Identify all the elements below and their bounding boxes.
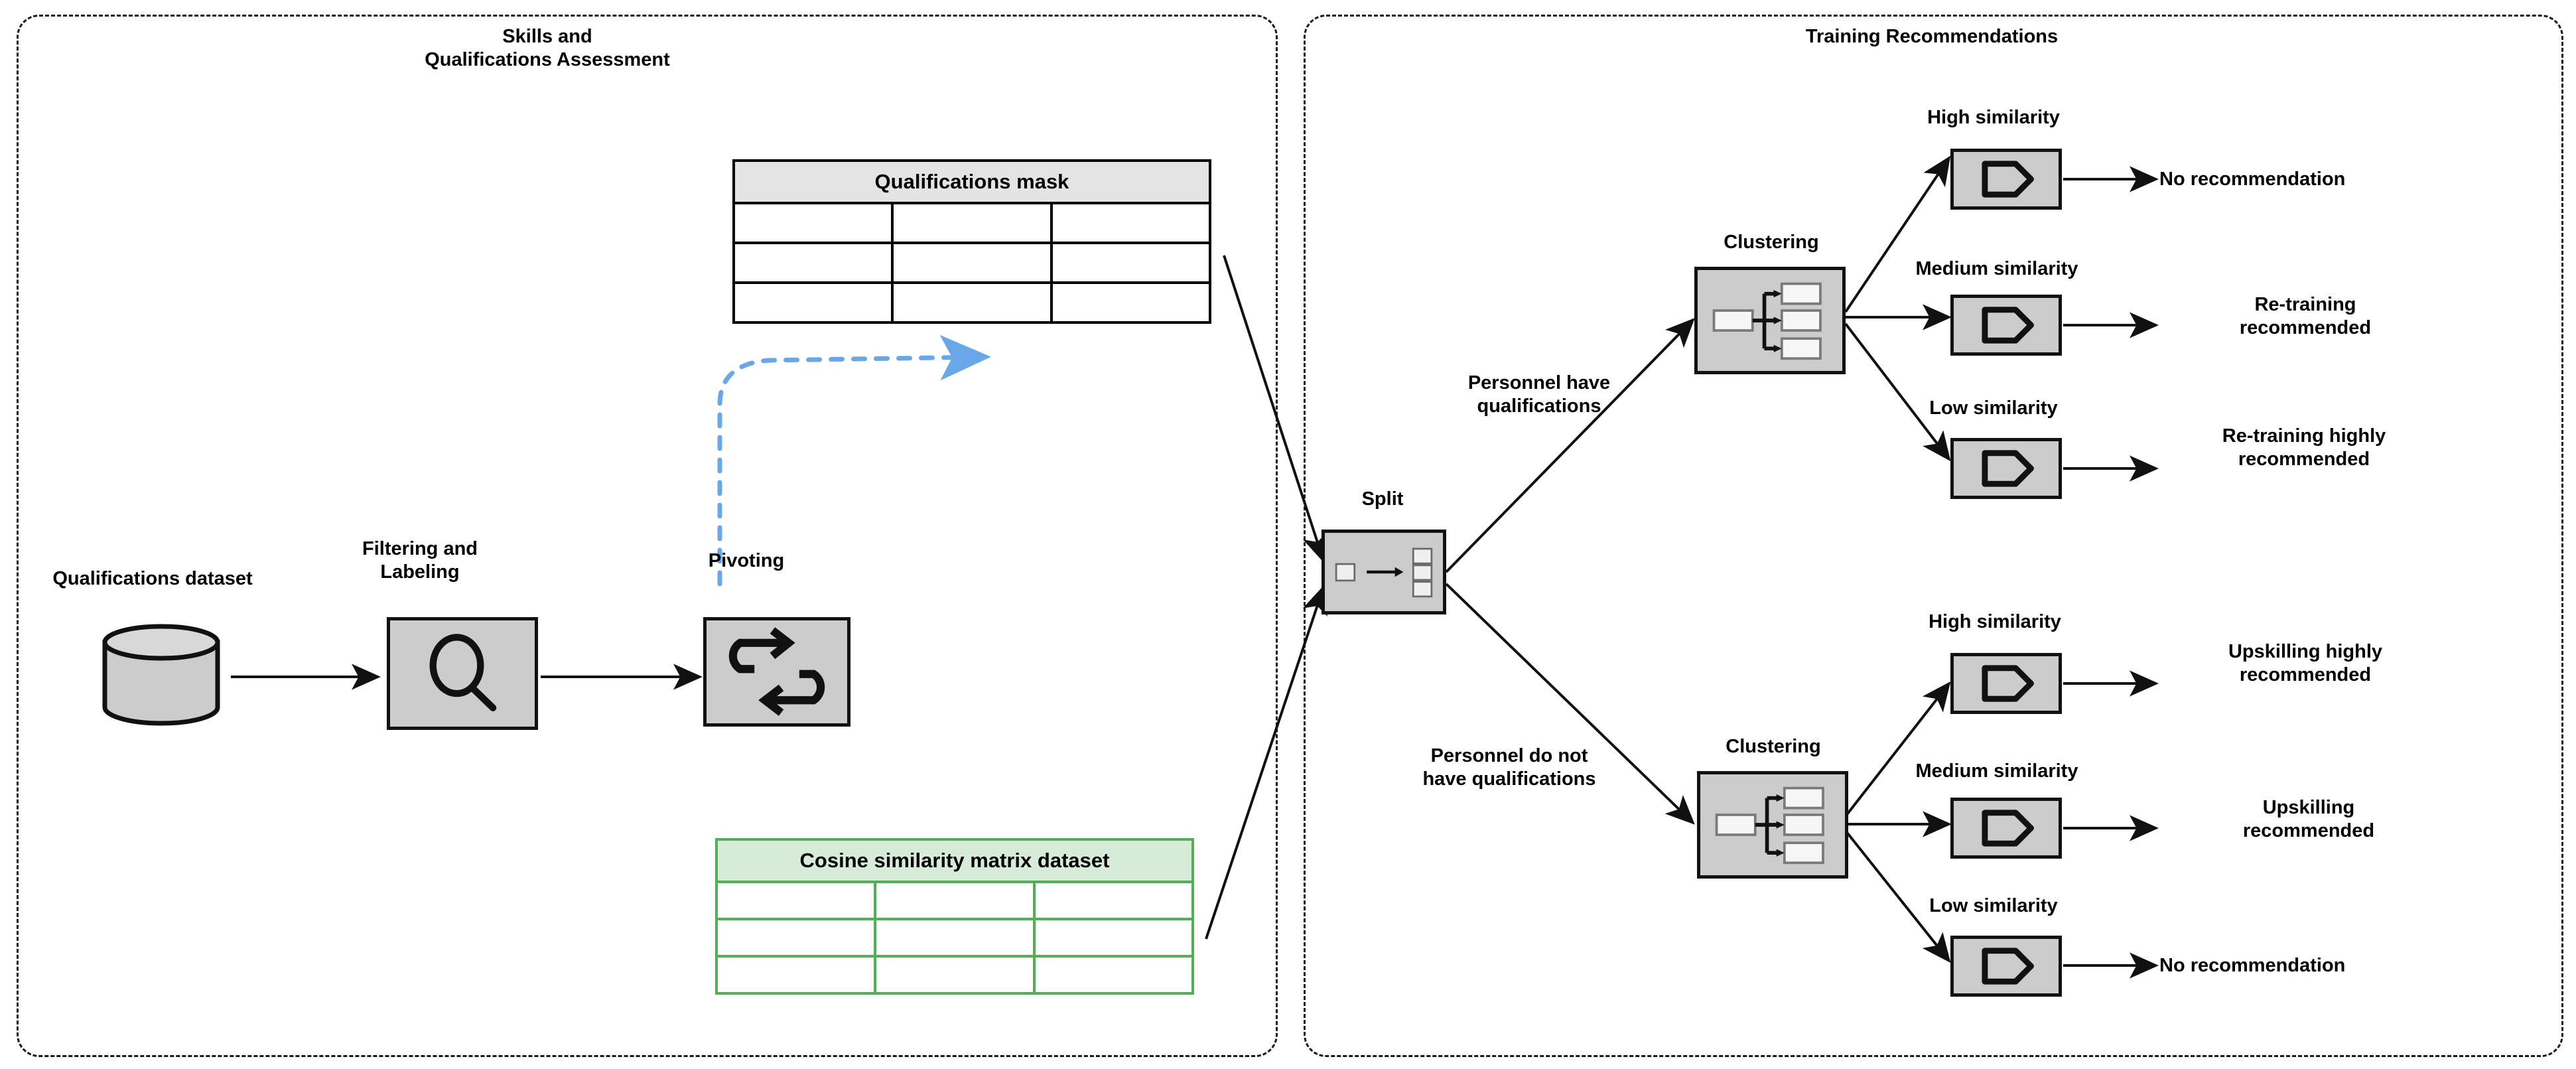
magnifier-icon	[429, 634, 497, 711]
table-cell	[891, 202, 1053, 244]
table-cell	[1050, 281, 1212, 324]
decision-node-top-medium[interactable]	[1950, 295, 2062, 356]
decision-node-bottom-low[interactable]	[1950, 936, 2062, 997]
outcome-bottom-high: Upskilling highly recommended	[2228, 641, 2382, 686]
table-cell	[714, 881, 877, 920]
table-cell	[714, 918, 877, 958]
pivot-arrows-icon	[728, 627, 825, 716]
table-cell	[1032, 918, 1195, 958]
table-cell	[1050, 242, 1212, 284]
table-cell	[891, 281, 1053, 324]
similarity-label-top-low: Low similarity	[1929, 397, 2058, 419]
decision-pentagon-icon	[1982, 810, 2034, 847]
table-cell	[874, 955, 1036, 995]
pivoting-node[interactable]	[703, 617, 850, 727]
clustering-top-label: Clustering	[1724, 232, 1819, 253]
qualifications-mask-table: Qualifications mask	[732, 159, 1212, 324]
filtering-and-labeling-label: Filtering and Labeling	[362, 538, 478, 583]
decision-node-bottom-high[interactable]	[1950, 653, 2062, 714]
decision-pentagon-icon	[1982, 665, 2034, 702]
outcome-bottom-low: No recommendation	[2159, 955, 2346, 976]
table-cell	[874, 881, 1036, 920]
table-cell	[891, 242, 1053, 284]
outcome-top-high: No recommendation	[2159, 169, 2346, 190]
clustering-top-node[interactable]	[1694, 267, 1846, 374]
similarity-label-top-medium: Medium similarity	[1915, 258, 2078, 279]
table-cell	[732, 202, 894, 244]
split-node-icon	[1335, 547, 1433, 598]
table-row	[714, 881, 1195, 920]
table-header-row: Qualifications mask	[732, 159, 1211, 204]
similarity-label-bottom-high: High similarity	[1929, 611, 2061, 632]
table-cell	[1032, 955, 1195, 995]
edge-label-personnel-do-not-have-qualifications: Personnel do not have qualifications	[1422, 745, 1596, 790]
table-row	[714, 955, 1195, 995]
table-row	[714, 918, 1195, 958]
left-panel-title-line2: Qualifications Assessment	[425, 49, 670, 71]
database-cylinder-icon	[98, 624, 224, 727]
similarity-label-bottom-low: Low similarity	[1929, 895, 2058, 916]
cosine-similarity-matrix-title: Cosine similarity matrix dataset	[715, 838, 1194, 883]
clustering-bottom-node[interactable]	[1697, 771, 1848, 879]
split-label: Split	[1361, 488, 1404, 510]
table-row	[732, 202, 1212, 244]
clustering-bottom-label: Clustering	[1726, 736, 1821, 757]
outcome-top-medium: Re-training recommended	[2239, 294, 2372, 339]
filtering-and-labeling-node[interactable]	[387, 617, 538, 730]
table-header-row: Cosine similarity matrix dataset	[715, 838, 1194, 883]
qualifications-mask-title: Qualifications mask	[732, 159, 1211, 204]
table-cell	[714, 955, 877, 995]
decision-node-bottom-medium[interactable]	[1950, 798, 2062, 859]
table-cell	[1032, 881, 1195, 920]
qualifications-dataset-label: Qualifications dataset	[52, 568, 253, 589]
table-cell	[874, 918, 1036, 958]
table-row	[732, 281, 1212, 324]
outcome-top-low: Re-training highly recommended	[2222, 425, 2386, 470]
table-cell	[732, 281, 894, 324]
clustering-icon	[1712, 282, 1822, 360]
decision-pentagon-icon	[1982, 161, 2034, 198]
table-cell	[732, 242, 894, 284]
split-node[interactable]	[1322, 530, 1446, 614]
table-cell	[1050, 202, 1212, 244]
table-row	[732, 242, 1212, 284]
decision-node-top-high[interactable]	[1950, 149, 2062, 210]
decision-pentagon-icon	[1982, 450, 2034, 487]
clustering-icon	[1715, 786, 1824, 865]
outcome-bottom-medium: Upskilling recommended	[2242, 797, 2375, 842]
decision-pentagon-icon	[1982, 307, 2034, 344]
decision-pentagon-icon	[1982, 948, 2034, 985]
decision-node-top-low[interactable]	[1950, 438, 2062, 499]
similarity-label-bottom-medium: Medium similarity	[1915, 760, 2078, 782]
cosine-similarity-matrix-table: Cosine similarity matrix dataset	[714, 838, 1195, 995]
pivoting-label: Pivoting	[708, 550, 785, 571]
right-panel-title: Training Recommendations	[1805, 26, 2059, 47]
similarity-label-top-high: High similarity	[1927, 107, 2060, 128]
left-panel-title-line1: Skills and	[502, 26, 592, 47]
edge-label-personnel-have-qualifications: Personnel have qualifications	[1467, 372, 1611, 417]
